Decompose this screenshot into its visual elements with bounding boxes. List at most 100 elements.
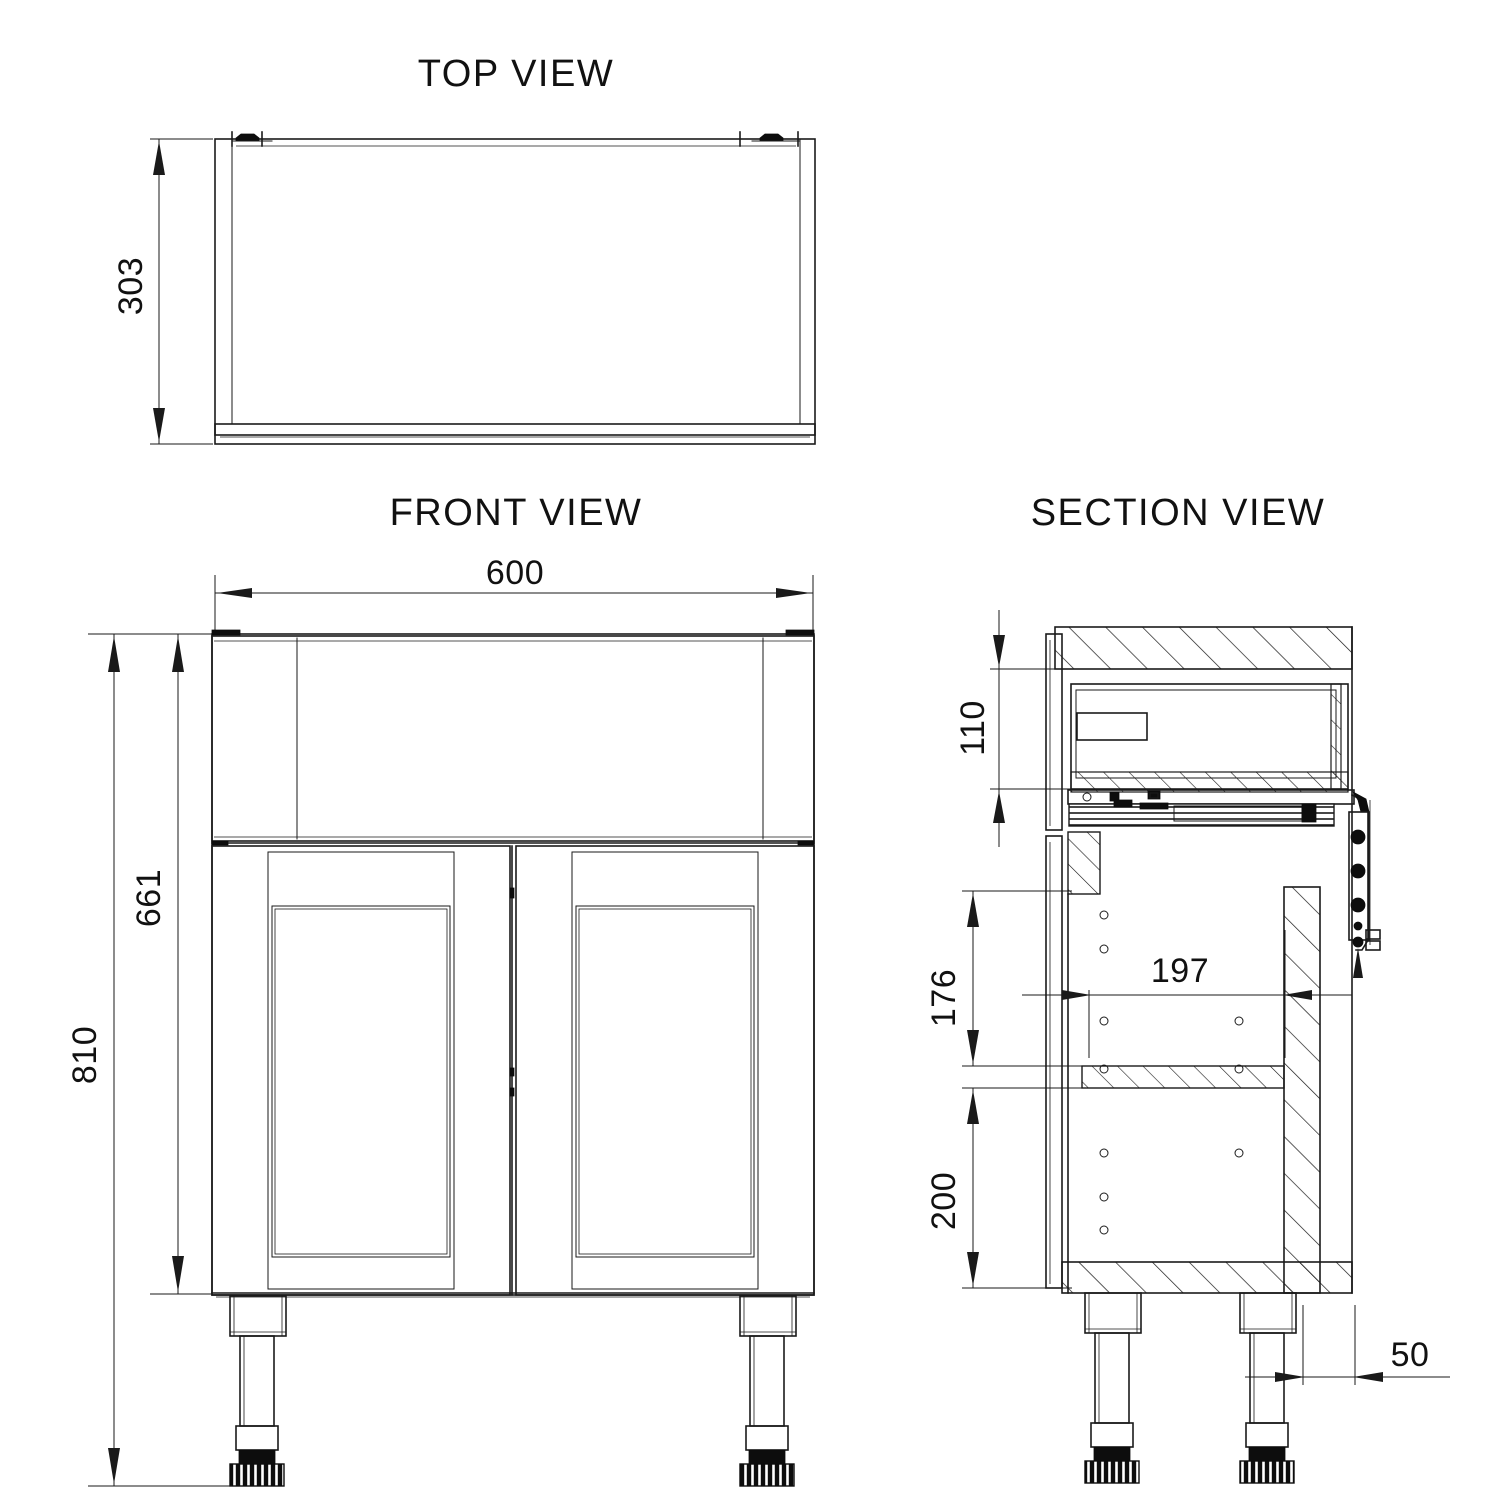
dimension-50-label: 50 (1391, 1336, 1430, 1374)
dimension-303-arrow-top (153, 141, 165, 175)
dimension-176: 176 (925, 890, 1086, 1067)
dimension-176-arrow-bottom (967, 1030, 979, 1064)
dimension-110: 110 (954, 610, 1080, 847)
runner-mount-hole (1082, 792, 1092, 802)
right-leg-collar (739, 1295, 797, 1337)
section-upper-shelf-pin-holes (1099, 910, 1244, 1074)
dimension-661-arrow-top (172, 636, 184, 672)
front-view-carcase-outline (211, 633, 815, 1296)
section-drawer-label-plate (1076, 712, 1148, 741)
section-view-geometry (1045, 626, 1381, 1484)
dimension-303: 303 (112, 138, 213, 445)
left-door-outline (211, 845, 511, 1296)
dimension-600-label: 600 (486, 554, 544, 592)
section-drawer-front (1045, 633, 1063, 831)
top-view-left-bracket (231, 131, 273, 147)
left-door-panel (271, 905, 451, 1258)
dimension-110-arrow-top (993, 635, 1005, 667)
left-leg-lower-collar (235, 1425, 279, 1451)
dimension-661-label: 661 (130, 869, 168, 927)
left-leg-shaft (239, 1335, 275, 1427)
section-top-panel (1054, 626, 1353, 670)
right-door-panel (575, 905, 755, 1258)
right-door-outline (515, 845, 815, 1296)
section-hinge-plate-block (1067, 831, 1101, 895)
front-view-right-door (515, 845, 815, 1296)
dimension-600: 600 (214, 554, 814, 632)
front-view-top-left-nib (211, 629, 241, 636)
top-view-title: TOP VIEW (418, 53, 614, 95)
front-view-gap-left-nib (211, 840, 229, 846)
runner-rail-stack (1068, 803, 1335, 827)
section-bottom-panel (1061, 1261, 1353, 1294)
right-leg-lower-collar (745, 1425, 789, 1451)
left-door-panel-bevel (274, 908, 448, 1255)
dimension-197-arrow-left (1062, 990, 1091, 1000)
dimension-200: 200 (925, 1087, 1086, 1289)
dimension-176-arrow-top (967, 893, 979, 927)
section-right-leg (1239, 1292, 1297, 1484)
left-leg-collar (229, 1295, 287, 1337)
dimension-176-label: 176 (925, 969, 963, 1027)
front-view-left-door (211, 845, 511, 1296)
dimension-810-label: 810 (66, 1026, 104, 1084)
front-view-title: FRONT VIEW (390, 492, 643, 534)
front-view-drawer-front (211, 635, 815, 842)
section-right-side-panel (1283, 886, 1321, 1294)
section-right-leg-knurled-adjuster (1239, 1460, 1295, 1484)
section-view-title: SECTION VIEW (1031, 492, 1326, 534)
left-leg-knurled-adjuster (229, 1463, 285, 1487)
dimension-110-arrow-bottom (993, 791, 1005, 823)
front-view-right-leg (739, 1295, 797, 1487)
right-door-frame (571, 851, 759, 1290)
dimension-810-arrow-bottom (108, 1448, 120, 1484)
left-door-frame (267, 851, 455, 1290)
section-lower-shelf-pin-holes (1099, 1148, 1244, 1235)
section-door-front (1045, 835, 1063, 1289)
centre-gap-tick-lower (509, 1087, 515, 1097)
section-right-leg-collar (1239, 1292, 1297, 1334)
dimension-197-arrow-right (1283, 990, 1312, 1000)
dimension-200-label: 200 (925, 1172, 963, 1230)
dimension-303-arrow-bottom (153, 408, 165, 442)
section-left-leg-knurled-adjuster (1084, 1460, 1140, 1484)
centre-gap-tick-upper (509, 887, 515, 899)
right-door-panel-bevel (578, 908, 752, 1255)
drawer-front-outline (211, 635, 815, 842)
dimension-200-arrow-bottom (967, 1252, 979, 1286)
front-view-top-right-nib (785, 629, 815, 636)
dimension-661-arrow-bottom (172, 1256, 184, 1292)
top-view-right-bracket (739, 131, 801, 147)
top-view-inner-offset (231, 138, 801, 425)
dimension-600-arrow-right (776, 588, 811, 598)
top-view-body-outline (214, 138, 816, 436)
top-view-front-band (214, 423, 816, 445)
section-drawer-runner (1067, 789, 1355, 827)
dimension-50-arrow-right (1353, 1372, 1383, 1382)
centre-gap-tick-middle (509, 1067, 515, 1077)
dimension-661: 661 (130, 633, 212, 1295)
dimension-50-arrow-left (1275, 1372, 1305, 1382)
dimension-810: 810 (66, 633, 232, 1487)
section-drawer-box (1070, 683, 1349, 793)
right-leg-knurled-adjuster (739, 1463, 795, 1487)
front-view-left-leg (229, 1295, 287, 1487)
top-view-geometry (214, 131, 816, 445)
section-door-adjuster-hardware (1348, 790, 1381, 978)
dimension-50: 50 (1245, 1305, 1450, 1385)
front-view-gap-right-nib (797, 840, 815, 846)
section-drawer-bottom-band (1070, 771, 1349, 793)
right-leg-shaft (749, 1335, 785, 1427)
front-view-geometry (211, 629, 815, 1487)
dimension-200-arrow-top (967, 1090, 979, 1124)
dimension-600-arrow-left (217, 588, 252, 598)
dimension-197: 197 (1022, 930, 1352, 1058)
section-left-leg (1084, 1292, 1142, 1484)
dimension-303-label: 303 (112, 257, 150, 315)
dimension-810-arrow-top (108, 636, 120, 672)
dimension-110-label: 110 (954, 700, 992, 756)
section-left-leg-collar (1084, 1292, 1142, 1334)
section-left-leg-shaft (1094, 1332, 1130, 1424)
